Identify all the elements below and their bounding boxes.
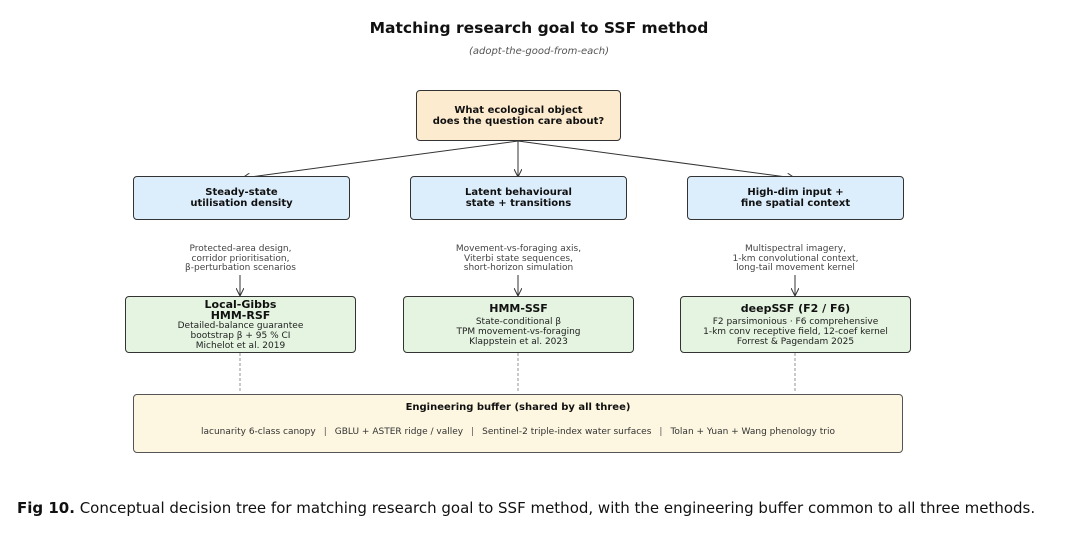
question-box-latent-state: Latent behavioural state + transitions [410, 176, 627, 220]
use-case-line: Viterbi state sequences, [464, 253, 573, 264]
connector-layer [0, 140, 1078, 393]
buffer-item: Tolan + Yuan + Wang phenology trio [670, 427, 835, 437]
method-detail-line: bootstrap β + 95 % CI [190, 330, 291, 341]
buffer-item: GBLU + ASTER ridge / valley [334, 427, 464, 437]
method-box-deepssf: deepSSF (F2 / F6) F2 parsimonious · F6 c… [680, 296, 911, 353]
use-cases-high-dim-input: Multispectral imagery, 1-km convolutiona… [687, 244, 904, 274]
question-box-utilisation-density: Steady-state utilisation density [133, 176, 350, 220]
use-case-line: Multispectral imagery, [745, 244, 846, 254]
root-question-box: What ecological object does the question… [416, 90, 621, 141]
engineering-buffer-box: Engineering buffer (shared by all three)… [133, 394, 903, 453]
use-case-line: β-perturbation scenarios [185, 263, 296, 273]
figure-caption: Fig 10. Conceptual decision tree for mat… [17, 492, 1069, 524]
method-title-line: HMM-SSF [489, 301, 548, 315]
buffer-title: Engineering buffer (shared by all three) [405, 402, 631, 413]
method-detail-line: 1-km conv receptive field, 12-coef kerne… [703, 326, 888, 337]
use-case-line: Movement-vs-foraging axis, [455, 244, 582, 254]
figure-caption-text: Conceptual decision tree for matching re… [79, 499, 1036, 517]
root-question-line: does the question care about? [432, 115, 605, 127]
method-box-hmm-ssf: HMM-SSF State-conditional β TPM movement… [403, 296, 634, 353]
question-line: Latent behavioural [465, 187, 572, 198]
buffer-items-row: lacunarity 6-class canopy | GBLU + ASTER r… [134, 427, 902, 437]
question-line: fine spatial context [740, 198, 851, 209]
question-line: utilisation density [190, 198, 293, 209]
use-case-line: 1-km convolutional context, [732, 253, 859, 264]
use-cases-latent-state: Movement-vs-foraging axis, Viterbi state… [410, 244, 627, 274]
method-detail-line: State-conditional β [475, 316, 562, 327]
question-line: Steady-state [205, 187, 278, 198]
question-line: High-dim input + [747, 187, 844, 198]
diagram-subtitle: (adopt-the-good-from-each) [468, 46, 610, 57]
buffer-item: Sentinel-2 triple-index water surfaces [482, 427, 652, 437]
root-question-line: What ecological object [454, 104, 583, 116]
figure-label: Fig 10. [17, 499, 75, 517]
buffer-separator: | [323, 427, 327, 437]
use-cases-utilisation-density: Protected-area design, corridor prioriti… [132, 244, 349, 274]
method-detail-line: Forrest & Pagendam 2025 [736, 336, 855, 347]
question-line: state + transitions [465, 198, 572, 209]
method-title-line: HMM-RSF [210, 308, 271, 322]
method-detail-line: F2 parsimonious · F6 comprehensive [712, 316, 879, 327]
buffer-separator: | [659, 427, 663, 437]
method-detail-line: Klappstein et al. 2023 [469, 336, 568, 347]
arrow-root-to-q3 [517, 140, 794, 178]
use-case-line: short-horizon simulation [463, 263, 574, 273]
method-detail-line: TPM movement-vs-foraging [456, 326, 581, 337]
diagram-title: Matching research goal to SSF method [369, 19, 709, 37]
decision-tree-diagram: Matching research goal to SSF method (ad… [0, 19, 1078, 453]
buffer-item: lacunarity 6-class canopy [201, 427, 316, 437]
use-case-line: Protected-area design, [189, 244, 292, 254]
method-detail-line: Detailed-balance guarantee [177, 320, 304, 331]
method-title-line: deepSSF (F2 / F6) [740, 301, 851, 315]
use-case-line: corridor prioritisation, [191, 253, 290, 264]
arrow-root-to-q1 [243, 140, 519, 178]
question-box-high-dim-input: High-dim input + fine spatial context [687, 176, 904, 220]
buffer-separator: | [471, 427, 475, 437]
use-case-line: long-tail movement kernel [736, 263, 855, 273]
method-title-line: Local-Gibbs [204, 297, 277, 311]
method-detail-line: Michelot et al. 2019 [195, 340, 286, 351]
method-box-local-gibbs-hmm-rsf: Local-Gibbs HMM-RSF Detailed-balance gua… [125, 296, 356, 353]
